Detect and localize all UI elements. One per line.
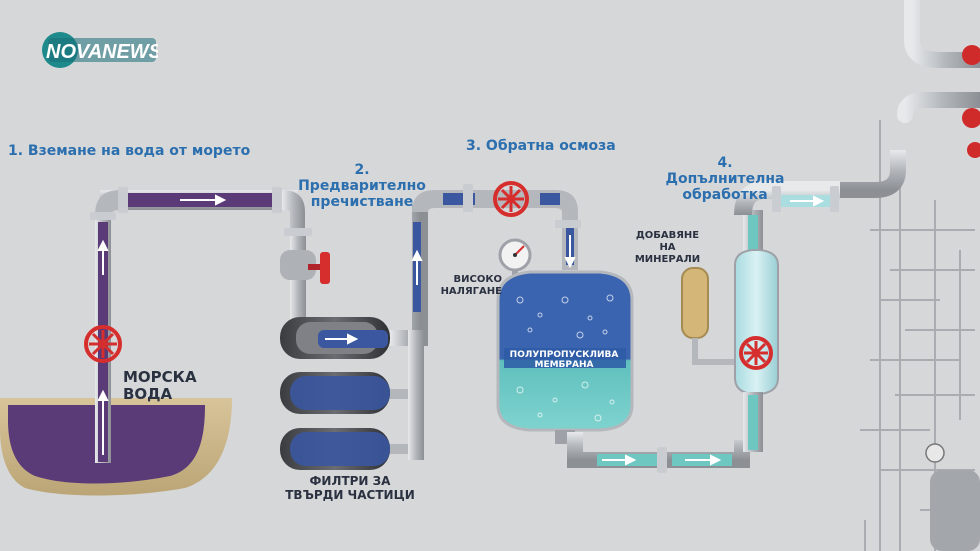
flow-arrows [97,194,227,455]
step-2-line-1: 2. Предварително [298,162,426,194]
intake-valve-icon [84,325,122,363]
background-large-pipes [897,0,980,218]
filter-tanks [280,205,428,470]
flow-arrows [790,195,825,207]
post-valve-icon [739,336,773,370]
flow-arrows [564,235,576,269]
product-water-pipe [567,432,750,473]
flow-arrows [325,249,423,345]
high-pressure-line-1: ВИСОКО [453,274,502,285]
background-valve-icon [962,108,980,128]
minerals-tank [681,267,735,365]
filters-line-1: ФИЛТРИ ЗА [309,474,391,488]
step-3-title: 3. Обратна осмоза [466,138,616,154]
filters-line-2: ТВЪРДИ ЧАСТИЦИ [285,488,415,502]
add-minerals-line-2: НА [659,242,676,253]
logo-graphic: NOVA NEWS [42,32,158,68]
step-2-line-2: пречистване [310,194,414,210]
step-4-line-1: 4. Допълнителна [665,155,785,187]
background-tank [930,470,980,551]
flow-arrows [602,454,722,466]
add-minerals-line-3: МИНЕРАЛИ [634,254,701,265]
background-gauge-icon [925,443,945,463]
background-valve-icon [967,142,980,158]
high-pressure-label: ВИСОКО НАЛЯГАНЕ [432,274,502,298]
logo-text-news: NEWS [102,41,158,63]
sea-water-line-2: ВОДА [123,385,173,403]
filters-label: ФИЛТРИ ЗА ТВЪРДИ ЧАСТИЦИ [280,474,420,502]
step-4-title: 4. Допълнителна обработка [660,155,790,203]
ro-valve-icon [493,181,529,217]
high-pressure-line-2: НАЛЯГАНЕ [440,286,502,297]
post-treatment-vessel [734,150,906,452]
step-4-line-2: обработка [682,187,768,203]
add-minerals-line-1: ДОБАВЯНЕ [635,230,700,241]
step-1-title: 1. Вземане на вода от морето [8,143,251,159]
sea-water-label: МОРСКА ВОДА [123,369,197,403]
membrane-label: ПОЛУПРОПУСКЛИВА МЕМБРАНА [500,350,628,370]
pressure-gauge-icon [498,238,532,282]
step-2-title: 2. Предварително пречистване [292,162,432,210]
background-valve-icon [962,45,980,65]
sea-water-line-1: МОРСКА [123,368,197,386]
membrane-line-2: МЕМБРАНА [534,360,594,370]
nova-news-logo: NOVA NEWS [40,30,158,70]
logo-text-nova: NOVA [46,41,102,63]
membrane-line-1: ПОЛУПРОПУСКЛИВА [509,350,619,360]
pretreatment-valve-icon [308,252,330,284]
add-minerals-label: ДОБАВЯНЕ НА МИНЕРАЛИ [630,230,705,266]
